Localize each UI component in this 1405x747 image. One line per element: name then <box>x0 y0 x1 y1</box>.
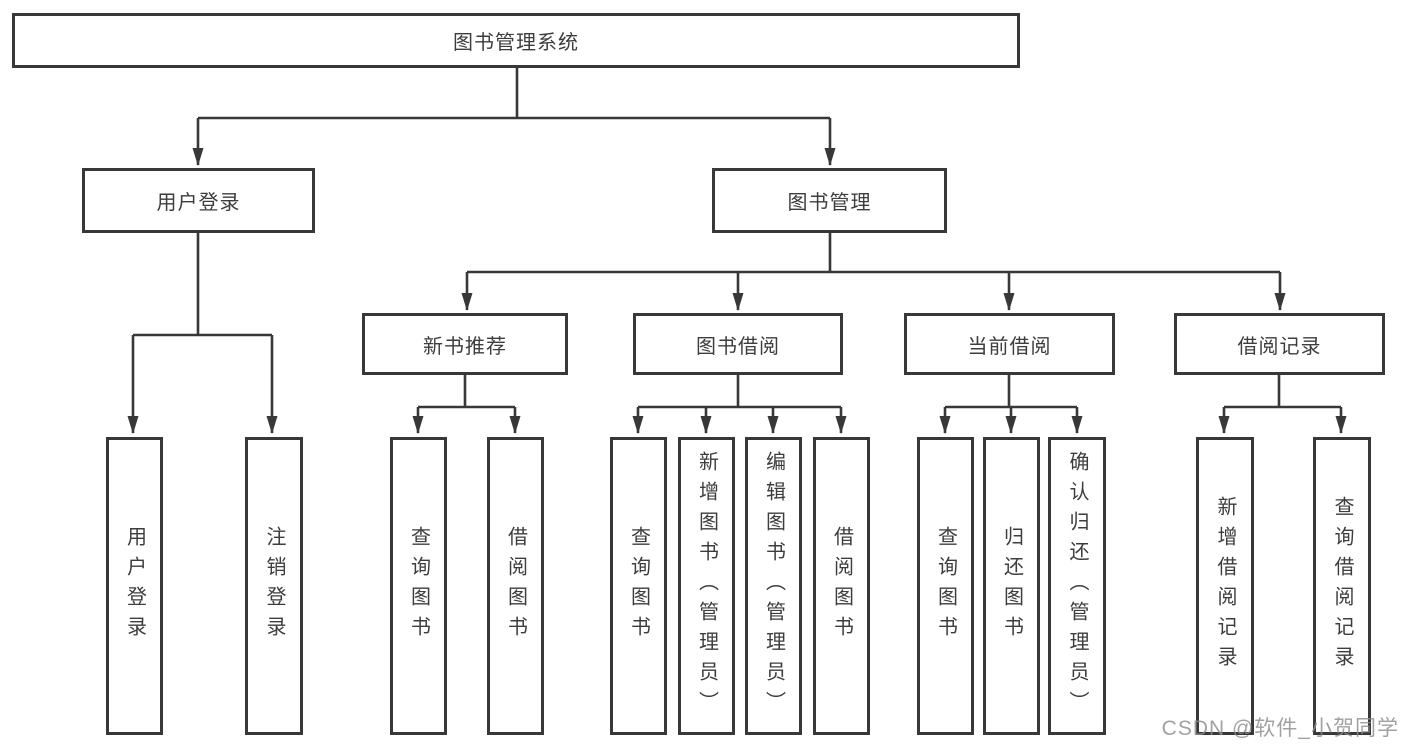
leaf-add-borrow-record: 新增借阅记录 <box>1196 437 1254 735</box>
leaf-confirm-return-admin: 确认归还（管理员） <box>1048 437 1106 735</box>
leaf-query-books-recommend: 查询图书 <box>390 437 447 735</box>
leaf-borrow-books: 借阅图书 <box>813 437 870 735</box>
leaf-label: 编辑图书（管理员） <box>762 451 785 721</box>
leaf-label: 查询图书 <box>407 526 430 646</box>
node-label: 当前借阅 <box>967 335 1052 358</box>
leaf-label: 借阅图书 <box>830 526 853 646</box>
leaf-label: 确认归还（管理员） <box>1066 451 1088 721</box>
leaf-query-books-borrow: 查询图书 <box>610 437 667 735</box>
leaf-user-login: 用户登录 <box>106 437 163 735</box>
leaf-label: 注销登录 <box>263 526 285 646</box>
leaf-label: 新增借阅记录 <box>1214 496 1236 676</box>
leaf-query-borrow-record: 查询借阅记录 <box>1313 437 1371 735</box>
node-borrow-records: 借阅记录 <box>1174 313 1385 375</box>
leaf-edit-book-admin: 编辑图书（管理员） <box>745 437 802 735</box>
leaf-label: 查询图书 <box>627 526 650 646</box>
leaf-logout: 注销登录 <box>245 437 303 735</box>
leaf-label: 归还图书 <box>1000 526 1023 646</box>
node-label: 图书管理 <box>787 192 872 214</box>
leaf-query-books-current: 查询图书 <box>917 437 974 735</box>
node-label: 新书推荐 <box>423 335 507 358</box>
leaf-label: 借阅图书 <box>504 526 527 646</box>
node-current-borrow: 当前借阅 <box>904 313 1115 375</box>
leaf-add-book-admin: 新增图书（管理员） <box>678 437 735 735</box>
node-user-login: 用户登录 <box>82 168 315 233</box>
node-label: 借阅记录 <box>1237 335 1322 358</box>
leaf-label: 查询图书 <box>934 526 957 646</box>
node-label: 用户登录 <box>156 192 241 214</box>
node-label: 图书管理系统 <box>453 32 579 54</box>
node-label: 图书借阅 <box>696 335 780 358</box>
node-new-book-recommend: 新书推荐 <box>362 313 568 375</box>
leaf-return-books: 归还图书 <box>983 437 1040 735</box>
leaf-label: 用户登录 <box>123 526 146 646</box>
csdn-watermark: CSDN @软件_小贺同学 <box>1161 717 1399 740</box>
node-library-management-system: 图书管理系统 <box>12 13 1020 68</box>
node-book-management: 图书管理 <box>712 168 947 233</box>
leaf-borrow-books-recommend: 借阅图书 <box>487 437 544 735</box>
leaf-label: 查询借阅记录 <box>1331 496 1353 676</box>
leaf-label: 新增图书（管理员） <box>695 451 718 721</box>
node-book-borrow: 图书借阅 <box>633 313 843 375</box>
